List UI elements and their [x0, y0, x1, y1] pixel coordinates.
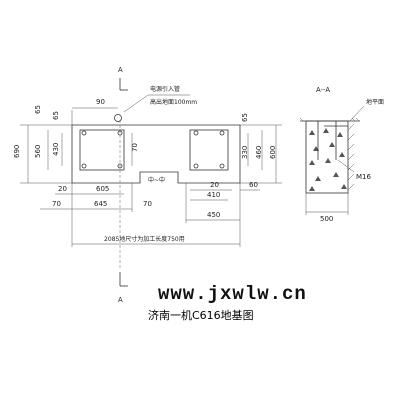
right-bolt-area	[189, 129, 229, 171]
foundation-outline	[71, 124, 241, 184]
bolt-hole	[193, 163, 199, 169]
dim-500: 500	[320, 215, 333, 223]
dim-645: 645	[94, 200, 107, 208]
dim-90: 90	[96, 98, 105, 106]
center-symbol: 中~中	[148, 176, 165, 184]
concrete-block	[305, 120, 349, 194]
dim-410: 410	[207, 191, 220, 199]
note-leader-line	[123, 94, 149, 113]
dim-690: 690	[13, 145, 21, 158]
power-inlet-hole	[114, 114, 122, 122]
dim-70-left-bottom: 70	[52, 200, 61, 208]
bolt-hole	[81, 163, 87, 169]
dim-330: 330	[241, 146, 249, 159]
watermark: www.jxwlw.cn	[158, 283, 307, 305]
dim-430: 430	[52, 143, 60, 156]
dim-20-left: 20	[58, 185, 67, 193]
ground-hatch	[351, 117, 356, 122]
dim-60: 60	[249, 181, 258, 189]
bolt-label: M16	[356, 173, 371, 181]
section-title: A--A	[316, 87, 330, 94]
dim-600: 600	[269, 146, 277, 159]
section-mark-top: A	[118, 67, 123, 74]
dim-total-length: 2085地尺寸为加工长度750用	[104, 235, 185, 243]
bolt-hole	[81, 130, 87, 136]
dim-560: 560	[34, 145, 42, 158]
dim-65-left-inner: 65	[52, 111, 60, 120]
ground-hatch	[355, 117, 360, 122]
dim-70-mid: 70	[131, 143, 139, 152]
dim-65-right-top: 65	[241, 113, 249, 122]
bolt-hole	[219, 130, 225, 136]
bolt-hole	[219, 163, 225, 169]
floor-label: 地平面	[366, 98, 384, 106]
left-bolt-area	[79, 129, 125, 171]
dim-70-center-bottom: 70	[143, 200, 152, 208]
dim-450: 450	[207, 211, 220, 219]
diagram-caption: 济南一机C616地基图	[148, 309, 254, 322]
dim-460: 460	[255, 146, 263, 159]
ground-hatch	[299, 117, 304, 122]
dim-605: 605	[96, 185, 109, 193]
power-inlet-note: 电源引入管	[150, 85, 180, 93]
bolt-hole	[193, 130, 199, 136]
soil-hatching	[347, 123, 355, 191]
dim-20-right: 20	[210, 181, 219, 189]
concrete-pattern	[309, 128, 347, 191]
dim-65-top-left: 65	[34, 105, 42, 114]
bolt-leader	[337, 159, 355, 173]
section-mark-bottom: A	[118, 297, 123, 304]
height-note: 高出地面100mm	[150, 98, 197, 106]
